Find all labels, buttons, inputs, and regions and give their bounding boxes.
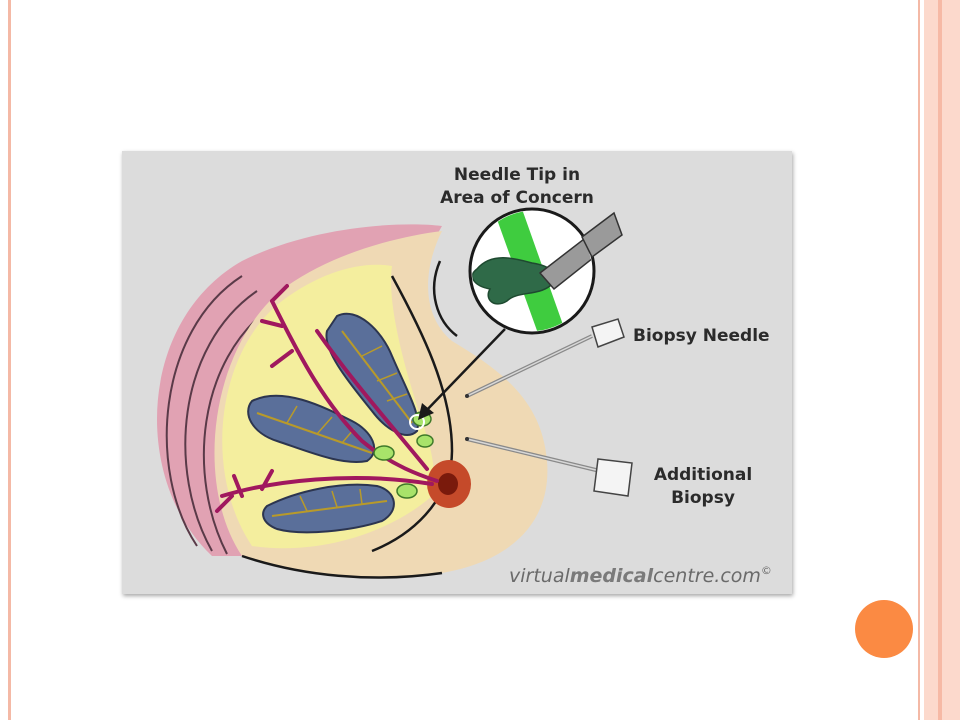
milk-ducts (215, 284, 439, 513)
image-credit: virtualmedicalcentre.com© (509, 564, 772, 587)
label-biopsy-needle: Biopsy Needle (633, 326, 770, 346)
chest-wall-line (371, 275, 454, 553)
breast-bottom-line (241, 554, 443, 579)
label-additional-line1: Additional (654, 465, 752, 485)
slide-border-left (8, 0, 11, 720)
slide-side-stripe (938, 0, 942, 720)
accent-dot (855, 600, 913, 658)
slide-border-right (918, 0, 920, 720)
skin-fold-line (432, 260, 458, 337)
breast-biopsy-diagram: Needle Tip in Area of Concern Biopsy Nee… (122, 151, 792, 594)
nipple (438, 473, 458, 495)
lobule-lower (262, 483, 395, 534)
pointer-arrow (418, 328, 506, 420)
target-marker (409, 414, 425, 430)
additional-biopsy-needle-graphic (465, 437, 633, 497)
tissue-line-3 (202, 305, 273, 555)
lobule-upper (325, 312, 419, 436)
inset-magnification (468, 207, 623, 335)
label-needle-tip-line1: Needle Tip in (454, 165, 580, 185)
label-needle-tip-line2: Area of Concern (440, 188, 594, 208)
label-additional-line2: Biopsy (671, 488, 735, 508)
tissue-line-1 (165, 275, 243, 547)
slide-side-band (924, 0, 960, 720)
diagram-svg: Needle Tip in Area of Concern Biopsy Nee… (122, 151, 792, 594)
tissue-line-2 (184, 290, 258, 552)
biopsy-needle-graphic (465, 318, 625, 398)
